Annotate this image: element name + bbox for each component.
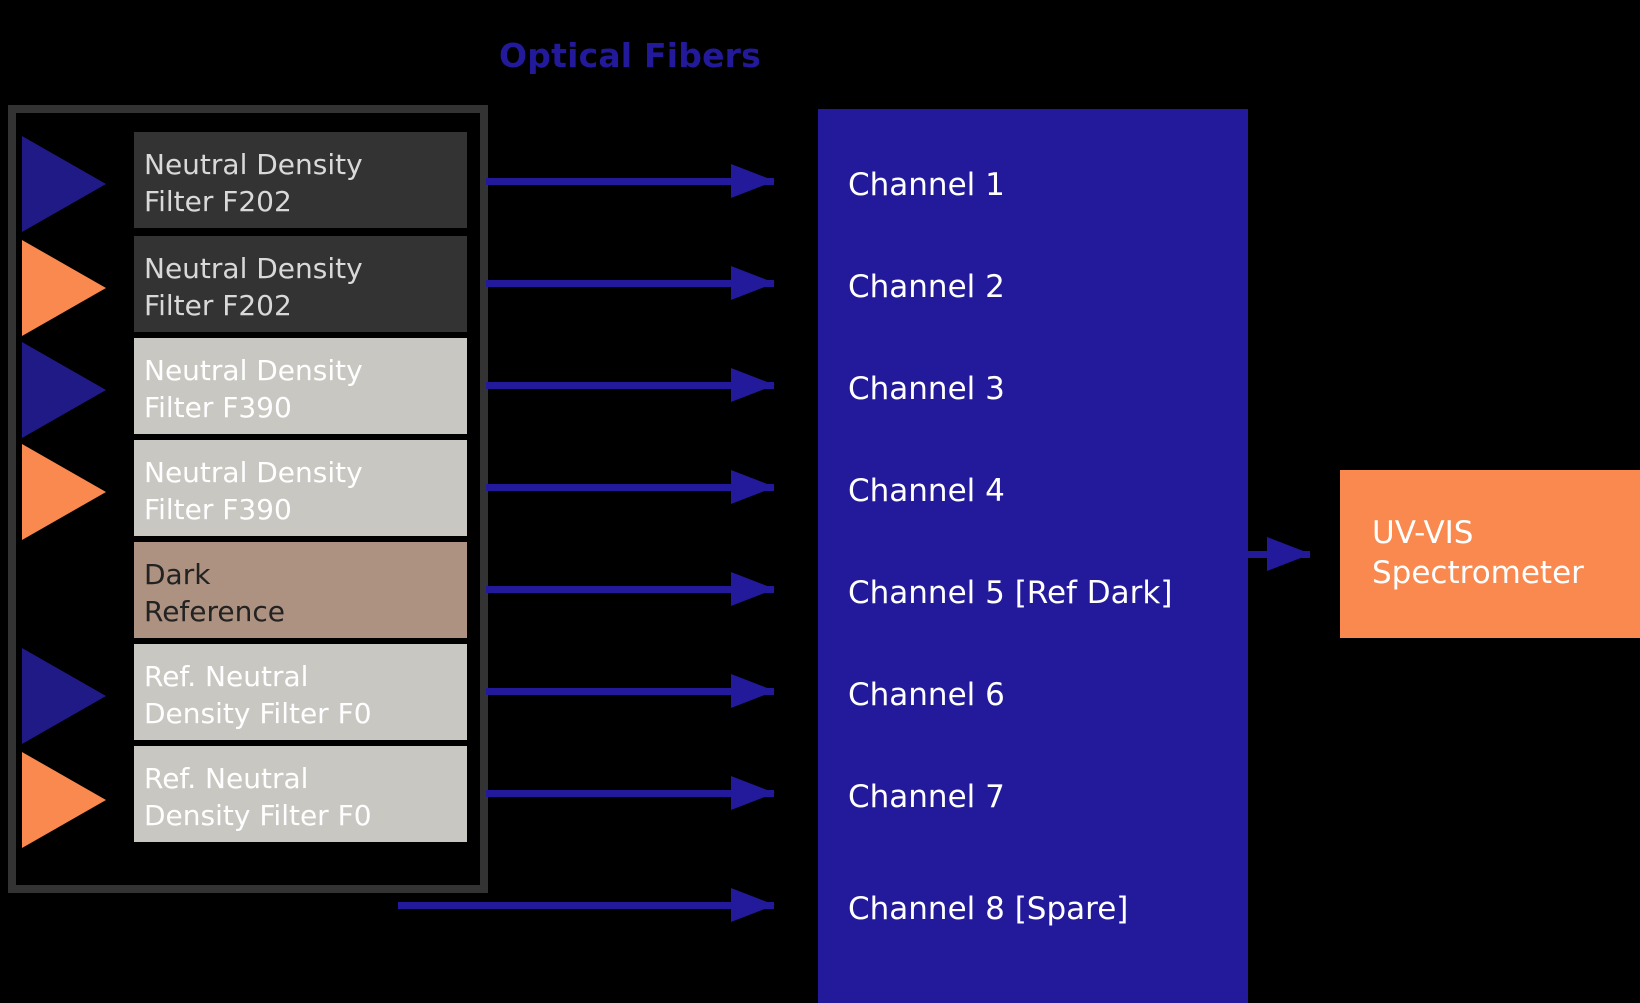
fiber-arrow-8-spare (398, 888, 775, 922)
fiber-launcher-triangle-4 (22, 444, 106, 540)
filter-enclosure (8, 105, 488, 893)
fiber-launcher-triangle-7 (22, 752, 106, 848)
channel-label-6[interactable]: Channel 6 (848, 677, 1005, 713)
channel-label-1[interactable]: Channel 1 (848, 167, 1005, 203)
fiber-arrow-5 (486, 572, 775, 606)
page-title: Optical Fibers (499, 36, 761, 75)
fiber-launcher-triangle-2 (22, 240, 106, 336)
fiber-launcher-triangle-3 (22, 342, 106, 438)
fiber-arrow-1 (486, 164, 775, 198)
channel-label-7[interactable]: Channel 7 (848, 779, 1005, 815)
filter-box-4[interactable]: Neutral Density Filter F390 (134, 440, 467, 536)
fiber-launcher-triangle-6 (22, 648, 106, 744)
filter-box-2[interactable]: Neutral Density Filter F202 (134, 236, 467, 332)
filter-box-5-dark-reference[interactable]: Dark Reference (134, 542, 467, 638)
spectrometer-arrow (1248, 537, 1311, 571)
channel-label-8[interactable]: Channel 8 [Spare] (848, 891, 1129, 927)
filter-box-1[interactable]: Neutral Density Filter F202 (134, 132, 467, 228)
spectrometer-channel-panel: Channel 1 Channel 2 Channel 3 Channel 4 … (818, 109, 1248, 1003)
uv-vis-spectrometer-box[interactable]: UV-VIS Spectrometer (1340, 470, 1640, 638)
fiber-arrow-2 (486, 266, 775, 300)
fiber-arrow-3 (486, 368, 775, 402)
fiber-arrow-7 (486, 776, 775, 810)
fiber-arrow-4 (486, 470, 775, 504)
channel-label-4[interactable]: Channel 4 (848, 473, 1005, 509)
channel-label-5[interactable]: Channel 5 [Ref Dark] (848, 575, 1173, 611)
filter-box-3[interactable]: Neutral Density Filter F390 (134, 338, 467, 434)
filter-box-7[interactable]: Ref. Neutral Density Filter F0 (134, 746, 467, 842)
channel-label-3[interactable]: Channel 3 (848, 371, 1005, 407)
channel-label-2[interactable]: Channel 2 (848, 269, 1005, 305)
filter-box-6[interactable]: Ref. Neutral Density Filter F0 (134, 644, 467, 740)
fiber-arrow-6 (486, 674, 775, 708)
fiber-launcher-triangle-1 (22, 136, 106, 232)
